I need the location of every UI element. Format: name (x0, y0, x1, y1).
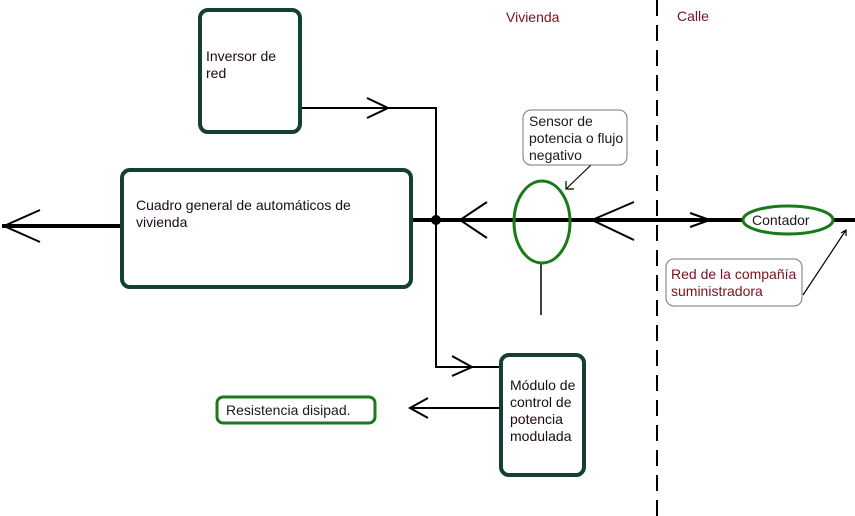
resistor-label: Resistencia disipad. (226, 402, 351, 418)
inverter-box (198, 8, 302, 134)
panel-label: Cuadro general de automáticos de viviend… (136, 197, 351, 230)
bus-arrow-right (589, 201, 635, 241)
meter-label: Contador (752, 212, 810, 228)
panel-box (120, 168, 413, 289)
sensor-label: Sensor de potencia o flujo negativo (529, 113, 624, 163)
inverter-label: Inversor de red (206, 48, 277, 81)
control-module-box (499, 353, 586, 477)
power-sensor-ellipse (512, 179, 572, 265)
control-module-label: Módulo de control de potencia modulada (510, 377, 576, 444)
meter-ellipse (741, 204, 835, 236)
grid-callout-pointer-head (840, 228, 847, 236)
grid-callout-box (665, 258, 803, 307)
inverter-feed-line (300, 107, 500, 368)
zone-label-street: Calle (677, 8, 709, 24)
junction-dot (431, 215, 441, 225)
zone-label-house: Vivienda (506, 9, 560, 25)
sensor-callout-box (522, 109, 628, 166)
grid-label: Red de la compañía suministradora (671, 266, 797, 299)
resistor-feed-arrowhead (407, 397, 429, 419)
inverter-feed-arrowhead (366, 97, 391, 119)
resistor-box (215, 395, 377, 425)
grid-callout-pointer (802, 229, 847, 296)
bus-arrow-meter (689, 212, 714, 228)
bus-arrow-panel (458, 201, 488, 239)
house-output-arrowhead (1, 209, 41, 243)
module-feed-arrowhead (451, 355, 475, 377)
sensor-callout-pointer-head (565, 181, 574, 190)
sensor-callout-pointer (565, 164, 592, 190)
